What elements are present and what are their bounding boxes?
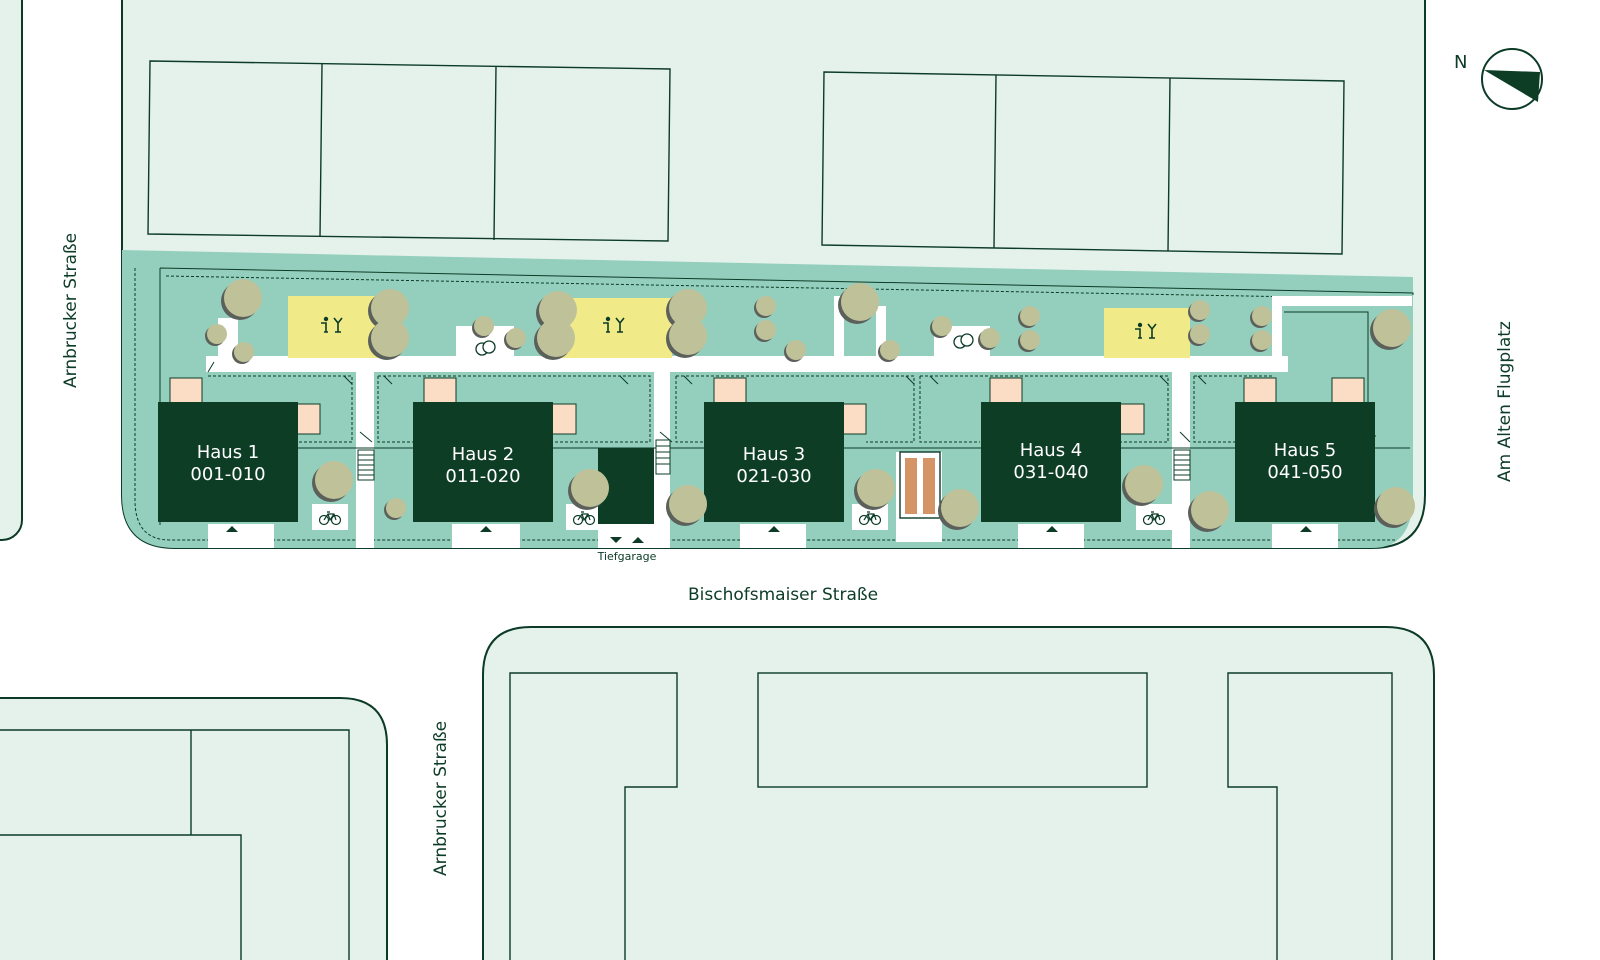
entrance-arrow-icon — [1300, 526, 1312, 532]
garage-exit-arrow-icon — [610, 537, 622, 543]
house-name: Haus 4 — [1020, 440, 1083, 461]
house-name: Haus 3 — [743, 444, 806, 465]
garage-label: Tiefgarage — [597, 550, 657, 563]
entrance-arrow-icon — [768, 526, 780, 532]
house-units: 011-020 — [445, 466, 520, 487]
house-name: Haus 5 — [1274, 440, 1337, 461]
north-label: N — [1454, 52, 1467, 73]
garage-entry-arrow-icon — [632, 537, 644, 543]
house-1[interactable]: Haus 1 001-010 — [158, 402, 298, 522]
entrance-arrow-icon — [226, 526, 238, 532]
house-4[interactable]: Haus 4 031-040 — [981, 402, 1121, 522]
house-2[interactable]: Haus 2 011-020 — [413, 402, 553, 522]
entrance-arrows — [226, 526, 1312, 543]
playground-areas — [288, 296, 1190, 358]
stairs — [357, 439, 1191, 481]
compass: N — [1454, 48, 1543, 110]
house-units: 001-010 — [190, 464, 265, 485]
house-name: Haus 2 — [452, 444, 515, 465]
north-arrow-icon — [1484, 70, 1540, 102]
house-3[interactable]: Haus 3 021-030 — [704, 402, 844, 522]
terraces — [169, 377, 1365, 435]
buildings-north — [147, 60, 1345, 255]
street-label-am-alten-flugplatz: Am Alten Flugplatz — [1495, 321, 1515, 482]
entrance-arrow-icon — [1046, 526, 1058, 532]
street-label-arnbrucker-lower: Arnbrucker Straße — [431, 721, 451, 876]
street-label-arnbrucker-upper: Arnbrucker Straße — [61, 233, 81, 388]
street-label-bischofsmaiser: Bischofsmaiser Straße — [688, 585, 878, 605]
block-south — [482, 626, 1435, 960]
house-5[interactable]: Haus 5 041-050 — [1235, 402, 1375, 522]
block-left-upper — [0, 0, 23, 541]
bike-shelter — [899, 451, 941, 519]
entrance-arrow-icon — [480, 526, 492, 532]
house-units: 031-040 — [1013, 462, 1088, 483]
house-name: Haus 1 — [197, 442, 260, 463]
buildings-south — [0, 672, 1393, 960]
house-units: 041-050 — [1267, 462, 1342, 483]
house-units: 021-030 — [736, 466, 811, 487]
